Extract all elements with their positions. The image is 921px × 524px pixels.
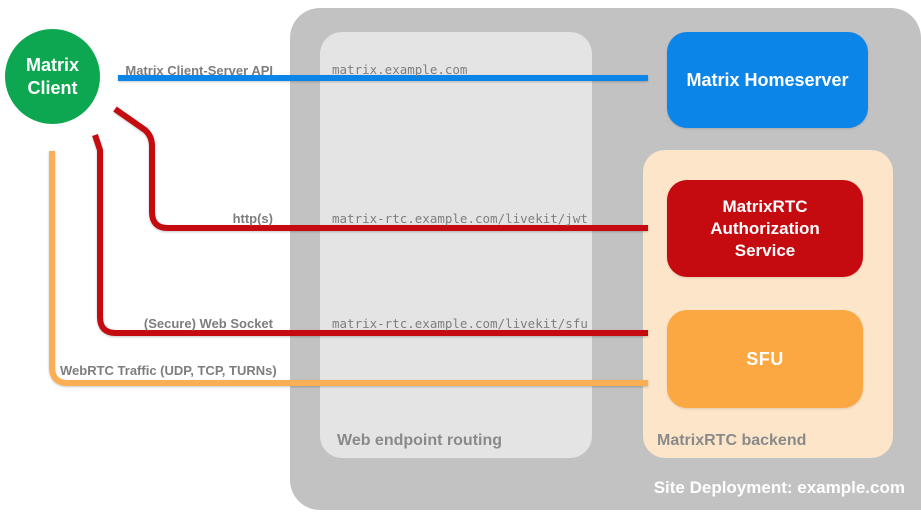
- web-endpoint-routing-panel: Web endpoint routing: [320, 32, 592, 458]
- site-deployment-label: Site Deployment: example.com: [653, 478, 905, 497]
- route-matrix-example-com: matrix.example.com: [332, 62, 468, 77]
- matrix-client-node: Matrix Client: [5, 29, 100, 124]
- matrixrtc-authorization-service-label: MatrixRTC Authorization Service: [710, 196, 820, 260]
- matrix-homeserver-node: Matrix Homeserver: [667, 32, 868, 128]
- sfu-label: SFU: [746, 348, 784, 369]
- webrtc-traffic-edge-label: WebRTC Traffic (UDP, TCP, TURNs): [60, 363, 277, 378]
- matrixrtc-backend-label: MatrixRTC backend: [657, 432, 807, 449]
- matrix-client-label: Matrix Client: [25, 54, 79, 98]
- sfu-node: SFU: [667, 310, 863, 408]
- route-livekit-jwt: matrix-rtc.example.com/livekit/jwt: [332, 211, 588, 226]
- matrix-homeserver-label: Matrix Homeserver: [686, 69, 849, 90]
- http-edge-label: http(s): [232, 211, 273, 226]
- client-server-api-edge-label: Matrix Client-Server API: [125, 63, 273, 78]
- route-livekit-sfu: matrix-rtc.example.com/livekit/sfu: [332, 316, 588, 331]
- matrixrtc-authorization-service-node: MatrixRTC Authorization Service: [667, 180, 863, 277]
- websocket-edge-label: (Secure) Web Socket: [143, 316, 273, 331]
- web-endpoint-routing-label: Web endpoint routing: [337, 432, 503, 449]
